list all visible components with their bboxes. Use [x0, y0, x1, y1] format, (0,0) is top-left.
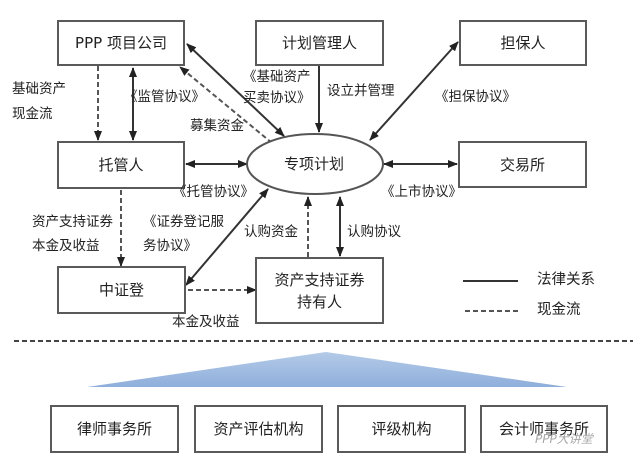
legend-cash-flow-label: 现金流 [537, 302, 581, 318]
label-principal-income: 本金及收益 [172, 314, 240, 330]
plan-manager-node: 计划管理人 [255, 20, 384, 66]
ppp-company-node: PPP 项目公司 [57, 20, 185, 66]
guarantor-label: 担保人 [500, 34, 546, 52]
label-registration-1: 《证券登记服 [143, 214, 224, 230]
service-provider-law-firm: 律师事务所 [50, 405, 179, 453]
label-asset-sale-1: 《基础资产 [243, 69, 311, 85]
edge-registration-agreement [185, 188, 269, 286]
label-asset-sale-2: 买卖协议》 [243, 90, 311, 106]
label-listing-agreement: 《上市协议》 [381, 184, 462, 200]
watermark-text: PPP大讲堂 [535, 432, 593, 446]
csdc-node: 中证登 [57, 266, 186, 314]
abs-holder-label-line1: 资产支持证券 [274, 270, 365, 289]
service-provider-label: 律师事务所 [76, 420, 152, 438]
label-raised-funds: 募集资金 [190, 118, 244, 134]
label-custody-agreement: 《托管协议》 [173, 184, 254, 200]
label-subscription-funds: 认购资金 [244, 224, 298, 240]
exchange-node: 交易所 [458, 141, 587, 188]
service-provider-appraisal: 资产评估机构 [194, 405, 323, 453]
label-guarantee-agreement: 《担保协议》 [435, 89, 516, 105]
abs-holder-node: 资产支持证券 持有人 [255, 257, 384, 324]
label-underlying-cashflow-1: 基础资产 [12, 81, 66, 97]
edge-raised-funds [179, 66, 273, 144]
service-provider-accounting-firm: 会计师事务所 [480, 405, 608, 453]
csdc-label: 中证登 [98, 281, 144, 299]
service-provider-label: 资产评估机构 [213, 420, 304, 438]
service-provider-label: 会计师事务所 [498, 420, 589, 438]
label-set-up-manage: 设立并管理 [327, 83, 395, 99]
label-supervision-agreement: 《监管协议》 [124, 89, 205, 105]
edge-asset-sale-agreement [186, 43, 285, 137]
exchange-label: 交易所 [499, 155, 545, 174]
label-abs-principal-1: 资产支持证券 [32, 214, 113, 230]
legend-legal-relation-label: 法律关系 [537, 272, 595, 288]
support-triangle [87, 352, 567, 387]
custodian-node: 托管人 [57, 141, 185, 189]
label-underlying-cashflow-2: 现金流 [12, 106, 53, 122]
label-abs-principal-2: 本金及收益 [32, 238, 100, 254]
plan-manager-label: 计划管理人 [281, 34, 357, 52]
label-subscription-agreement: 认购协议 [347, 224, 401, 240]
guarantor-node: 担保人 [459, 20, 587, 66]
label-registration-2: 务协议》 [143, 238, 197, 254]
edge-guarantee-agreement [369, 41, 459, 141]
special-plan-label: 专项计划 [284, 155, 345, 173]
ppp-company-label: PPP 项目公司 [75, 34, 167, 52]
service-provider-rating-agency: 评级机构 [337, 405, 466, 453]
special-plan-node [246, 133, 384, 195]
service-provider-label: 评级机构 [371, 420, 432, 438]
abs-holder-label-line2: 持有人 [296, 292, 342, 311]
custodian-label: 托管人 [98, 156, 144, 174]
